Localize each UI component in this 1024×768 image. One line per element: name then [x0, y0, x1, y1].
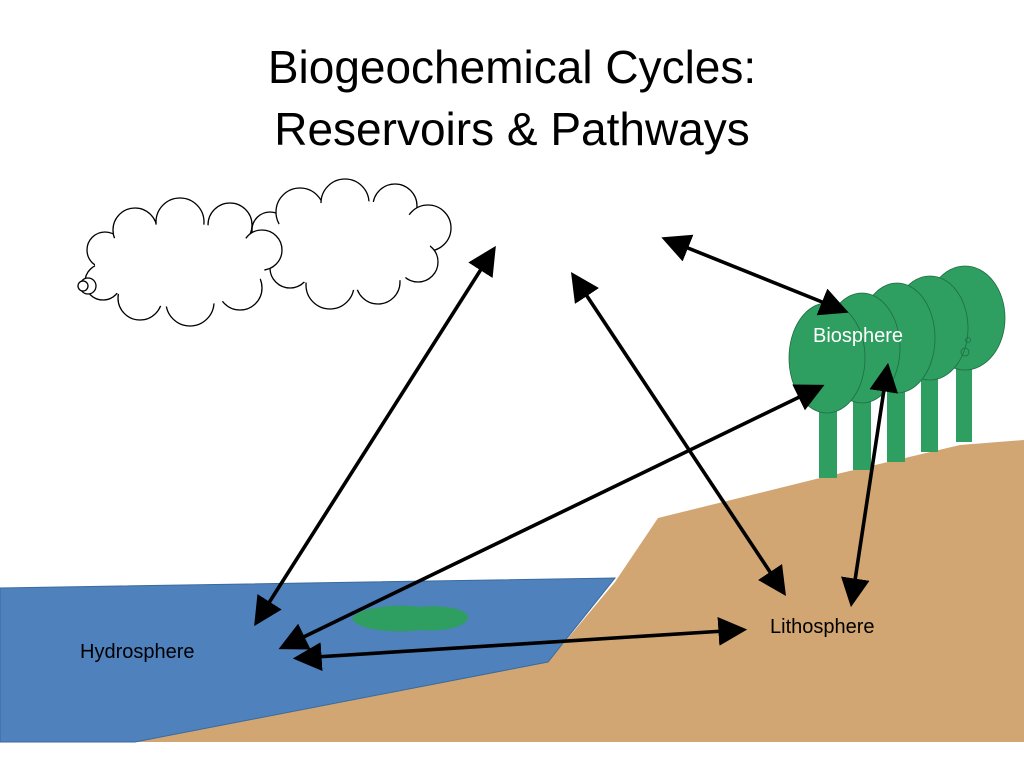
title-line-2: Reservoirs & Pathways	[274, 103, 750, 155]
arrow-hydrosphere-biosphere	[278, 384, 825, 650]
arrow-biosphere-atmosphere	[661, 234, 849, 316]
arrow-biosphere-lithosphere	[841, 362, 898, 608]
cloud-icon	[77, 178, 452, 327]
pathway-arrows	[254, 234, 898, 671]
label-lithosphere: Lithosphere	[770, 616, 875, 638]
label-hydrosphere: Hydrosphere	[80, 641, 195, 663]
label-biosphere: Biosphere	[813, 325, 904, 347]
title-line-1: Biogeochemical Cycles:	[267, 41, 757, 93]
slide-title: Biogeochemical Cycles: Reservoirs & Path…	[0, 36, 1024, 160]
algae-icon	[352, 605, 469, 632]
arrow-hydrosphere-lithosphere	[292, 617, 748, 671]
arrow-hydrosphere-atmosphere	[254, 245, 496, 627]
